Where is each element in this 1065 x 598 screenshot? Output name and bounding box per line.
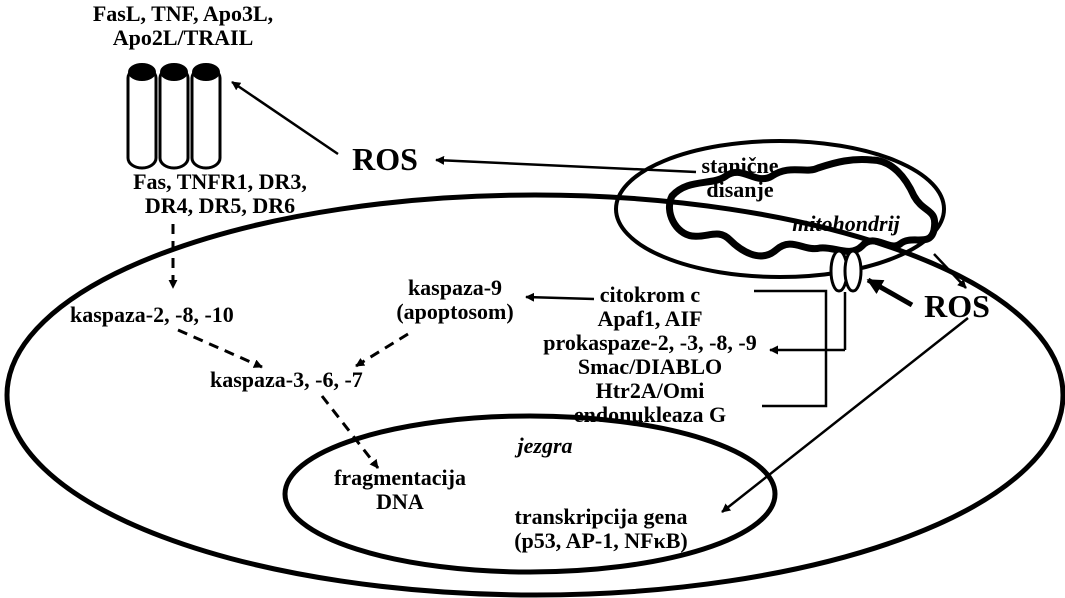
arrow-effectors-to-dna-fragmentation — [320, 395, 380, 469]
mito-factor-6: endonukleaza G — [573, 402, 727, 427]
ros-left-label: ROS — [352, 141, 418, 177]
mito-factor-4: Smac/DIABLO — [577, 354, 723, 379]
nucleus-label: jezgra — [517, 433, 573, 458]
ligands-line-2: Apo2L/TRAIL — [112, 25, 254, 50]
ros-right-label: ROS — [924, 288, 990, 324]
arrow-cytochrome-to-caspase9 — [525, 292, 595, 302]
transcription-label: transkripcija gena (p53, AP-1, NFκB) — [496, 505, 706, 553]
dna-fragmentation-line-1: fragmentacija — [334, 465, 466, 490]
caspase9-line-1: kaspaza-9 — [407, 275, 503, 300]
arrow-respiration-to-ros — [435, 155, 697, 174]
arrow-caspase9-to-effectors — [355, 332, 409, 368]
mitochondrion-cristae — [666, 156, 939, 260]
caspase-initiators-label: kaspaza-2, -8, -10 — [70, 302, 234, 327]
respiration-line-1: stanične — [701, 153, 779, 178]
caspase9-label: kaspaza-9 (apoptosom) — [380, 276, 530, 324]
receptors-label: Fas, TNFR1, DR3, DR4, DR5, DR6 — [100, 170, 340, 218]
mito-factor-3: prokaspaze-2, -3, -8, -9 — [543, 330, 757, 355]
mito-factor-5: Htr2A/Omi — [595, 378, 705, 403]
nucleus-envelope — [282, 413, 778, 575]
respiration-label: stanične disanje — [680, 154, 800, 202]
mitochondrion-label: mitohondrij — [792, 211, 900, 236]
death-receptor-cluster — [126, 63, 222, 170]
ligands-label: FasL, TNF, Apo3L, Apo2L/TRAIL — [68, 2, 298, 50]
dna-fragmentation-line-2: DNA — [376, 489, 424, 514]
dna-fragmentation-label: fragmentacija DNA — [330, 466, 470, 514]
arrow-ros-to-receptors — [231, 80, 339, 156]
arrow-ros-to-transcription — [721, 317, 969, 513]
arrow-ros-to-pore — [866, 277, 914, 308]
transcription-line-1: transkripcija gena — [514, 504, 688, 529]
mitochondrial-pore-right — [843, 249, 863, 293]
mitochondrion-outer-membrane — [614, 139, 946, 279]
bracket-released-factors — [754, 289, 828, 408]
receptors-line-2: DR4, DR5, DR6 — [144, 193, 296, 218]
caspase9-line-2: (apoptosom) — [396, 299, 514, 324]
mito-factor-2: Apaf1, AIF — [597, 306, 703, 331]
caspase-effectors-label: kaspaza-3, -6, -7 — [210, 367, 363, 392]
arrow-mitochondrion-to-ros — [933, 253, 967, 289]
arrow-initiators-to-effectors — [177, 328, 263, 369]
respiration-line-2: disanje — [706, 177, 774, 202]
cell-membrane — [4, 192, 1065, 598]
ligands-line-1: FasL, TNF, Apo3L, — [92, 1, 274, 26]
mito-factors-label: citokrom c Apaf1, AIF prokaspaze-2, -3, … — [530, 283, 770, 427]
mito-factor-1: citokrom c — [599, 282, 701, 307]
receptors-line-1: Fas, TNFR1, DR3, — [133, 169, 307, 194]
transcription-line-2: (p53, AP-1, NFκB) — [514, 528, 688, 553]
